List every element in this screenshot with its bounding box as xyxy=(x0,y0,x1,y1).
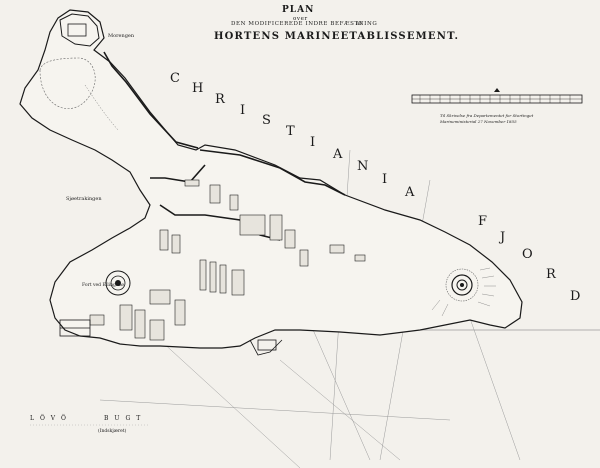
water-a1: A xyxy=(333,147,344,162)
west-round-fort xyxy=(105,270,131,296)
label-morengen: Morengen xyxy=(108,33,135,39)
label-lovo: LÖVÖ xyxy=(30,415,72,422)
water-j: J xyxy=(500,230,507,245)
water-c: C xyxy=(170,71,181,86)
label-sjoetrakingen: Sjøetrakingen xyxy=(66,196,102,202)
title-plan: PLAN xyxy=(282,5,315,15)
hachures xyxy=(431,267,496,317)
docks xyxy=(59,319,283,356)
scale-note-line2: Marineministerial 27 November 1855 xyxy=(440,119,517,124)
water-r: R xyxy=(215,92,226,107)
title-line1: PLAN xyxy=(282,6,314,15)
water-h: H xyxy=(192,81,205,96)
east-round-fort xyxy=(445,268,479,302)
ramparts xyxy=(103,51,346,241)
water-a2: A xyxy=(405,185,416,200)
water-r2: R xyxy=(546,267,557,282)
island-outline xyxy=(19,9,523,349)
scale-note-line1: Til Skrivelse fra Departementet for Stor… xyxy=(440,113,534,118)
water-i3: I xyxy=(382,172,389,187)
title-line3: HORTENS MARINEETABLISSEMENT. xyxy=(214,31,460,42)
title-af: af xyxy=(356,21,363,27)
water-n: N xyxy=(357,159,370,174)
water-f: F xyxy=(478,214,489,229)
water-s: S xyxy=(262,113,272,128)
water-o: O xyxy=(522,247,534,262)
title-over: over xyxy=(293,16,308,22)
nw-bastion xyxy=(59,13,100,47)
water-t: T xyxy=(286,124,296,139)
label-mid-fort: Fort ved Ellingsbø xyxy=(82,283,124,288)
buildings xyxy=(89,179,366,341)
label-lovo-sub: (Indskjæret) xyxy=(98,429,127,434)
water-i2: I xyxy=(310,135,317,150)
water-d: D xyxy=(570,289,582,304)
title-line2: DEN MODIFICEREDE INDRE BEFÆSTNING xyxy=(231,21,378,27)
label-bugt: BUGT xyxy=(104,415,147,422)
water-i1: I xyxy=(240,103,247,118)
scale-bar xyxy=(411,88,583,104)
